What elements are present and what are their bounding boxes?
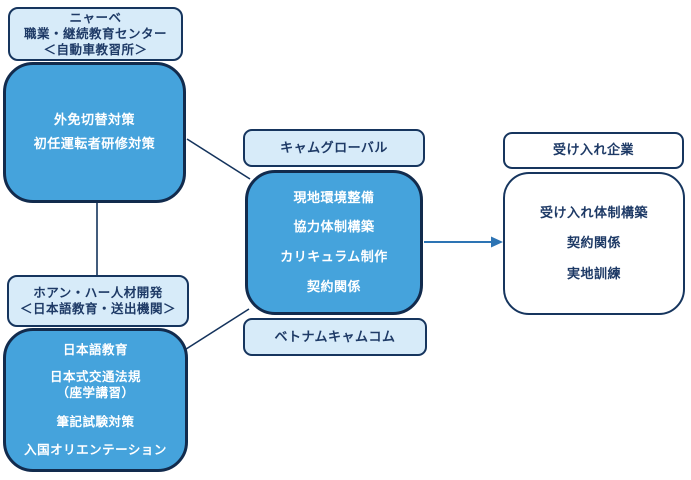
node-label: 実地訓練 [566, 265, 621, 281]
node-label: 契約関係 [566, 235, 621, 251]
node-nyave-center-header: ニャーベ 職業・継続教育センター ＜自動車教習所＞ [8, 7, 183, 61]
node-label: ホアン・ハー人材開発 [33, 286, 163, 300]
node-hoangha-header: ホアン・ハー人材開発 ＜日本語教育・送出機関＞ [7, 275, 189, 327]
node-label: 協力体制構築 [293, 219, 375, 235]
node-label: 現地環境整備 [293, 189, 375, 205]
node-label: 筆記試験対策 [56, 414, 135, 429]
node-label: 職業・継続教育センター [23, 27, 167, 41]
node-label: 入国オリエンテーション [24, 442, 167, 457]
node-vietnam-camcom-header: ベトナムキャムコム [243, 318, 427, 356]
node-label: 外免切替対策 [53, 112, 135, 128]
node-label: ＜自動車教習所＞ [43, 43, 148, 57]
node-label: ニャーベ [69, 11, 122, 25]
arrow-local-setup-to-host [424, 236, 503, 248]
node-label: （座学講習） [56, 386, 135, 400]
node-label: ＜日本語教育・送出機関＞ [19, 302, 176, 316]
node-label: 日本式交通法規 [49, 370, 141, 385]
node-label: 日本語教育 [62, 343, 128, 358]
node-label: キャムグローバル [280, 139, 388, 155]
node-label: 受け入れ企業 [552, 142, 634, 158]
node-label: カリキュラム制作 [280, 249, 388, 264]
node-driving-measures: 外免切替対策 初任運転者研修対策 [3, 62, 186, 203]
node-label: 受け入れ体制構築 [539, 204, 648, 220]
node-label: 初任運転者研修対策 [33, 136, 156, 151]
node-japanese-training: 日本語教育 日本式交通法規 （座学講習） 筆記試験対策 入国オリエンテーション [3, 328, 188, 472]
node-host-activities: 受け入れ体制構築 契約関係 実地訓練 [503, 172, 685, 315]
node-label-group: 日本式交通法規 （座学講習） [50, 370, 141, 401]
connector-training-to-local-setup [182, 308, 250, 352]
node-cam-global-header: キャムグローバル [243, 129, 425, 167]
connector-driving-to-local-setup [186, 138, 251, 180]
node-local-setup: 現地環境整備 協力体制構築 カリキュラム制作 契約関係 [245, 170, 423, 315]
node-host-company-header: 受け入れ企業 [503, 132, 684, 169]
node-label: 契約関係 [306, 278, 361, 294]
node-label: ベトナムキャムコム [274, 328, 396, 344]
